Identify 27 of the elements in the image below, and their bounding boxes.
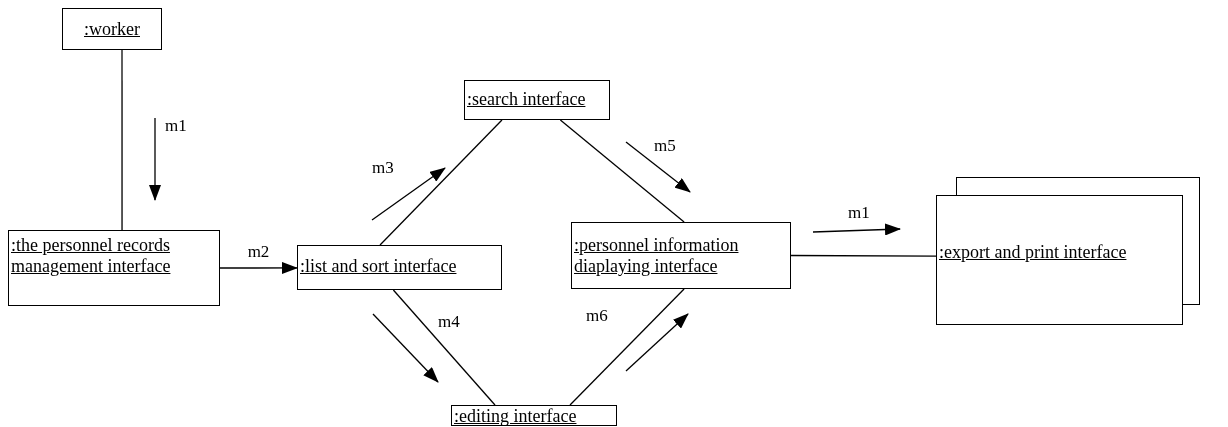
link-line <box>790 254 937 257</box>
object-name: :the personnel records management interface <box>11 235 172 277</box>
object-box <box>8 230 220 306</box>
object-box <box>936 195 1183 325</box>
link-line <box>121 49 123 231</box>
message-label: m6 <box>586 306 608 326</box>
object-name: :export and print interface <box>939 242 1128 263</box>
message-label: m1 <box>848 203 870 223</box>
object-box <box>62 8 162 50</box>
link-line <box>219 261 298 274</box>
object-box <box>571 222 791 289</box>
link-line <box>569 288 685 406</box>
link-line <box>379 119 503 246</box>
link-line <box>392 289 496 406</box>
object-name: :editing interface <box>454 406 578 427</box>
object-box <box>297 245 502 290</box>
message-label: m4 <box>438 312 460 332</box>
message-label: m1 <box>165 116 187 136</box>
object-name: :worker <box>84 18 140 40</box>
message-label: m3 <box>372 158 394 178</box>
object-name: :search interface <box>467 89 587 110</box>
object-box <box>451 405 617 426</box>
message-label: m5 <box>654 136 676 156</box>
object-box <box>464 80 610 120</box>
object-name: :personnel information diaplaying interface <box>574 235 740 277</box>
link-line <box>559 119 685 223</box>
object-name: :list and sort interface <box>300 256 458 277</box>
